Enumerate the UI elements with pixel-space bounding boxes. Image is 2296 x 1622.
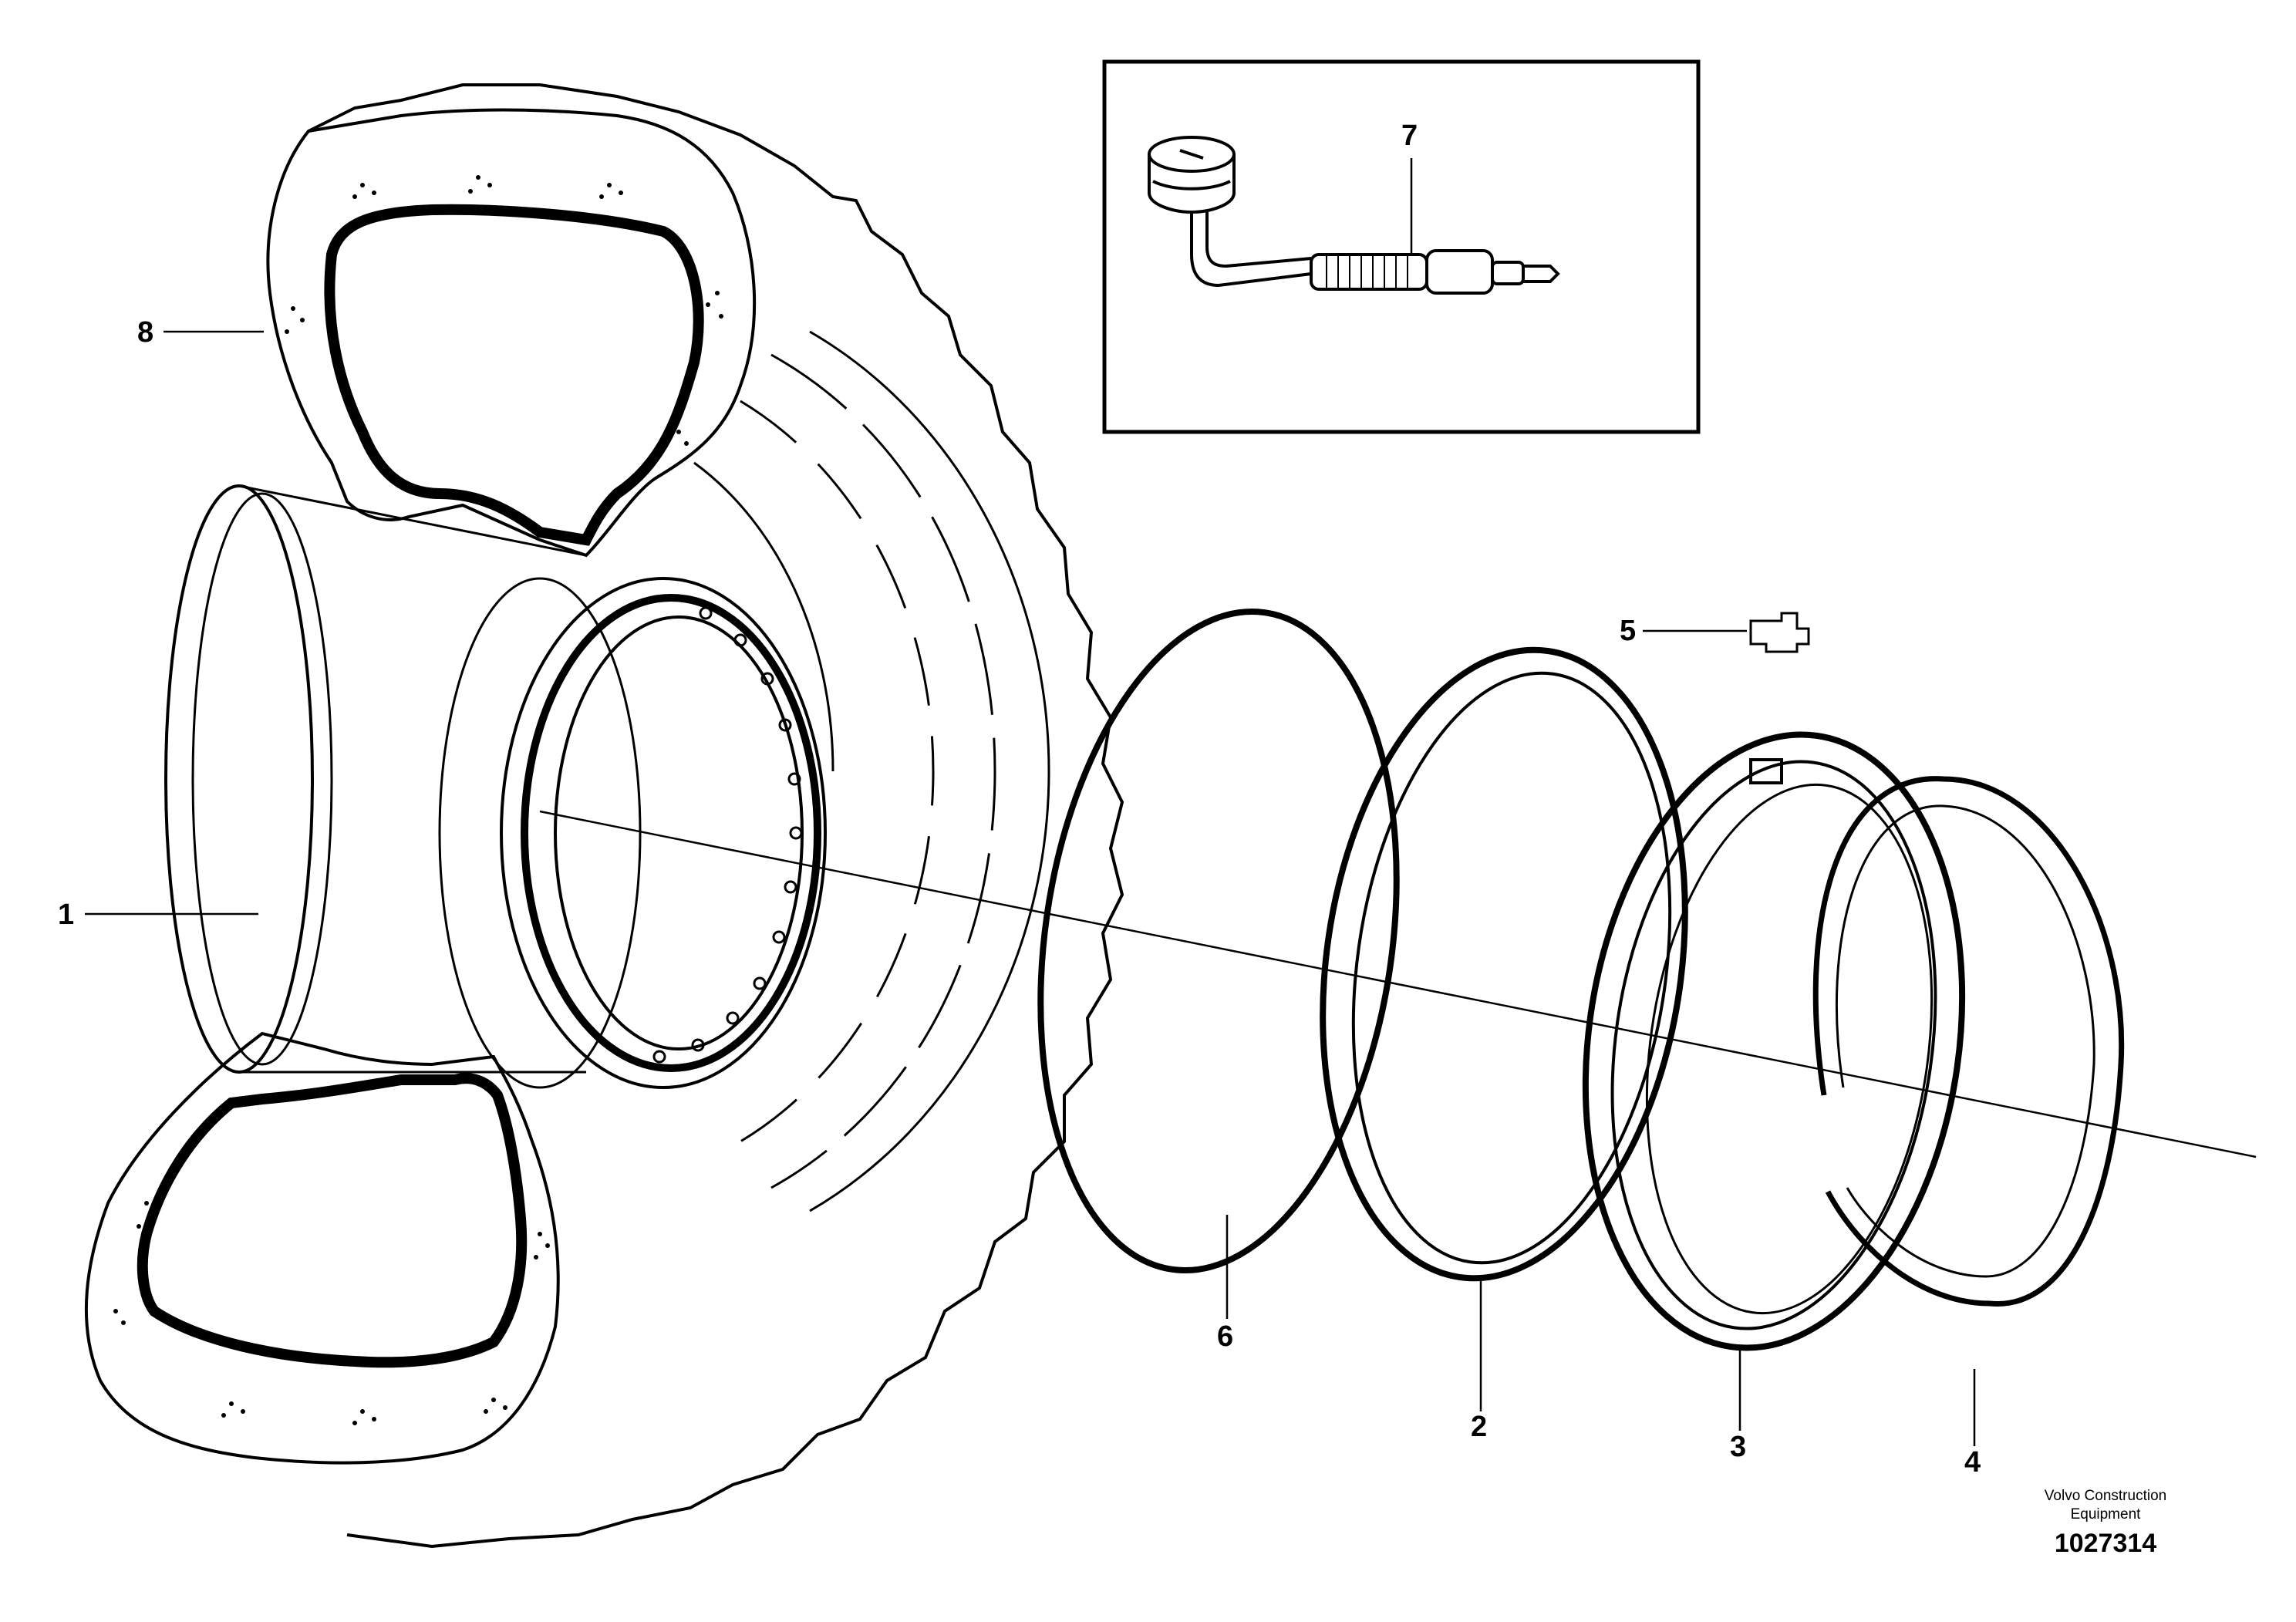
bead-seat-ring: [1320, 646, 1688, 1282]
callout-3: 3: [1730, 1346, 1746, 1463]
drive-key: [1749, 612, 1810, 653]
tire-valve: [1148, 136, 1560, 295]
svg-text:4: 4: [1964, 1446, 1981, 1479]
o-ring: [1037, 609, 1400, 1273]
publisher-credit: Volvo Construction Equipment: [2005, 1487, 2206, 1524]
rim: [164, 484, 827, 1089]
lock-ring: [1812, 776, 2125, 1307]
svg-text:8: 8: [137, 316, 153, 349]
callout-8: 8: [137, 316, 264, 349]
svg-text:1: 1: [58, 899, 74, 931]
callout-1: 1: [58, 899, 258, 931]
svg-text:2: 2: [1471, 1411, 1487, 1443]
credit-line-2: Equipment: [2070, 1506, 2141, 1523]
flange-ring: [1582, 731, 1966, 1351]
callout-2: 2: [1471, 1280, 1487, 1443]
svg-text:7: 7: [1401, 120, 1418, 152]
callout-6: 6: [1217, 1215, 1233, 1353]
callout-7: 7: [1401, 120, 1418, 255]
svg-text:6: 6: [1217, 1320, 1233, 1353]
callout-4: 4: [1964, 1369, 1981, 1479]
drawing-number: 1027314: [2054, 1529, 2157, 1558]
valve-inset-box: [1102, 59, 1701, 434]
callout-5: 5: [1620, 615, 1747, 647]
assembly-axis-line: [539, 810, 2257, 1158]
svg-text:5: 5: [1620, 615, 1636, 647]
svg-text:3: 3: [1730, 1431, 1746, 1463]
tire: [84, 83, 1124, 1549]
credit-line-1: Volvo Construction: [2044, 1488, 2167, 1504]
